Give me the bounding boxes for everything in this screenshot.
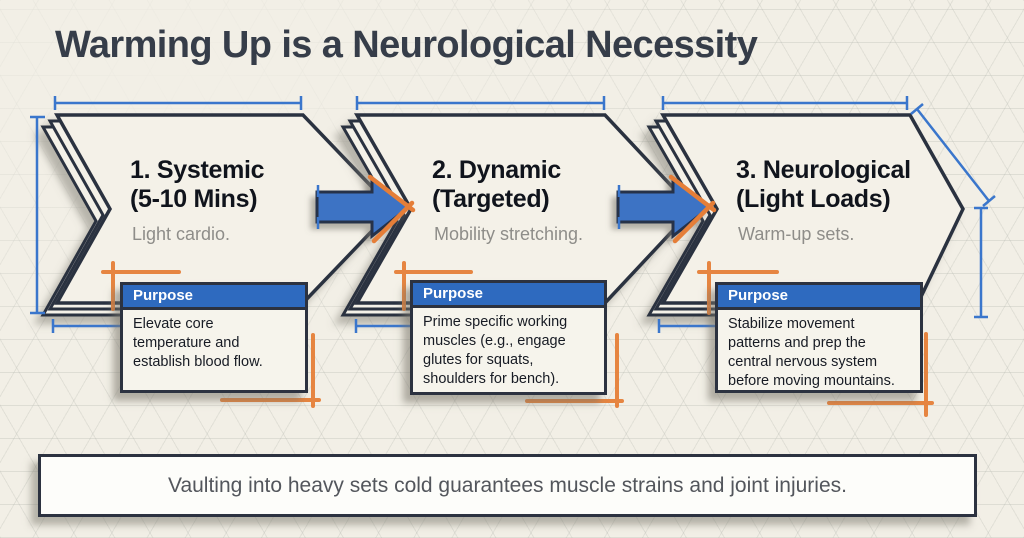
flow-arrow-icon-2	[616, 174, 717, 244]
step-2-title: 2. Dynamic (Targeted)	[432, 156, 712, 214]
flow-arrow-icon-1	[315, 174, 416, 244]
step-3-title-line2: (Light Loads)	[736, 185, 891, 213]
purpose-text-3: Stabilize movement patterns and prep the…	[728, 316, 895, 389]
step-2-subtitle: Mobility stretching.	[434, 224, 584, 244]
purpose-header-2: Purpose	[413, 283, 604, 308]
step-3-title: 3. Neurological (Light Loads)	[736, 156, 1016, 214]
step-1-title-line1: 1. Systemic	[130, 156, 265, 184]
sketch-annotations	[101, 261, 934, 417]
step-2-title-line2: (Targeted)	[432, 185, 550, 213]
step-3-title-line1: 3. Neurological	[736, 156, 911, 184]
footer-banner: Vaulting into heavy sets cold guarantees…	[38, 454, 977, 517]
purpose-box-2: Purpose Prime specific working muscles (…	[410, 280, 607, 395]
dimension-lines	[30, 96, 996, 333]
chevron-step-2	[340, 113, 696, 317]
chevron-step-3	[646, 113, 965, 317]
purpose-box-3: Purpose Stabilize movement patterns and …	[715, 282, 923, 393]
purpose-header-3: Purpose	[718, 285, 920, 310]
footer-banner-text: Vaulting into heavy sets cold guarantees…	[168, 473, 847, 497]
step-2-title-line1: 2. Dynamic	[432, 156, 562, 184]
purpose-header-1: Purpose	[123, 285, 305, 310]
step-1-title-line2: (5-10 Mins)	[130, 185, 258, 213]
page-title: Warming Up is a Neurological Necessity	[55, 24, 758, 66]
step-1-subtitle: Light cardio.	[132, 224, 231, 244]
purpose-box-1: Purpose Elevate core temperature and est…	[120, 282, 308, 393]
purpose-text-1: Elevate core temperature and establish b…	[133, 316, 263, 370]
step-1-title: 1. Systemic (5-10 Mins)	[130, 156, 410, 214]
step-3-subtitle: Warm-up sets.	[738, 224, 855, 244]
purpose-text-2: Prime specific working muscles (e.g., en…	[423, 314, 568, 387]
